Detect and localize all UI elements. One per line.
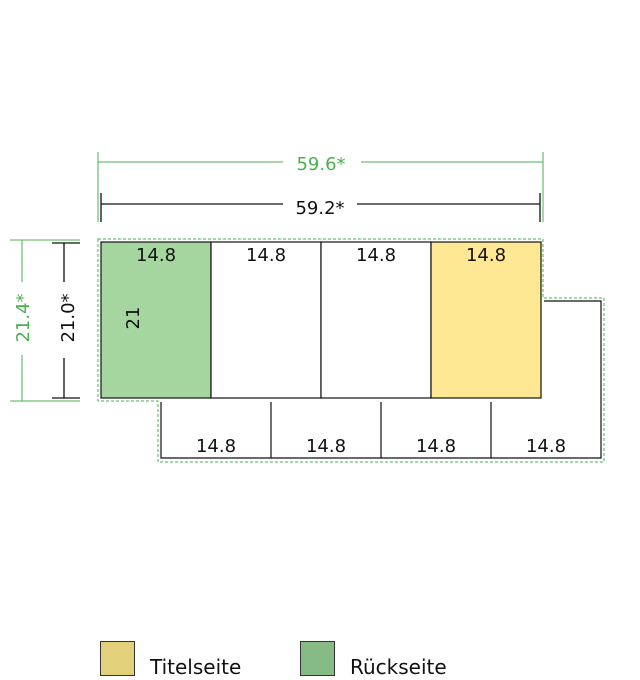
panel-height-label: 21 — [123, 307, 144, 330]
panel-width-label: 14.8 — [466, 245, 506, 266]
bottom-row: 14.8 14.8 14.8 14.8 — [160, 300, 602, 459]
panel-front — [430, 241, 542, 399]
top-row: 14.8 14.8 14.8 14.8 21 — [100, 241, 542, 399]
panel-width-label: 14.8 — [526, 436, 566, 457]
legend-back: Rückseite — [300, 640, 447, 679]
panel-width-label: 14.8 — [306, 436, 346, 457]
legend-front-label: Titelseite — [150, 655, 242, 679]
panel-inner-2 — [320, 241, 432, 399]
panel-width-label: 14.8 — [136, 245, 176, 266]
inner-height-label: 21.0* — [58, 293, 79, 342]
bleed-outline — [97, 238, 605, 463]
inner-height-dimension: 21.0* — [52, 242, 80, 399]
outer-width-label: 59.6* — [296, 154, 345, 175]
panel-inner-1 — [210, 241, 322, 399]
outer-height-label: 21.4* — [13, 293, 34, 342]
outer-width-dimension: 59.6* — [97, 152, 544, 222]
inner-width-dimension: 59.2* — [100, 193, 541, 222]
legend-front: Titelseite — [100, 640, 242, 679]
outer-height-dimension: 21.4* — [10, 239, 80, 402]
panel-width-label: 14.8 — [416, 436, 456, 457]
legend-front-swatch — [100, 640, 135, 676]
inner-width-label: 59.2* — [295, 198, 344, 219]
bottom-panel-4 — [491, 300, 602, 459]
legend-back-label: Rückseite — [350, 655, 447, 679]
panel-width-label: 14.8 — [356, 245, 396, 266]
panel-width-label: 14.8 — [196, 436, 236, 457]
bottom-panel-1 — [160, 402, 272, 459]
legend-back-swatch — [300, 640, 335, 676]
panel-back — [100, 241, 212, 399]
panel-width-label: 14.8 — [246, 245, 286, 266]
